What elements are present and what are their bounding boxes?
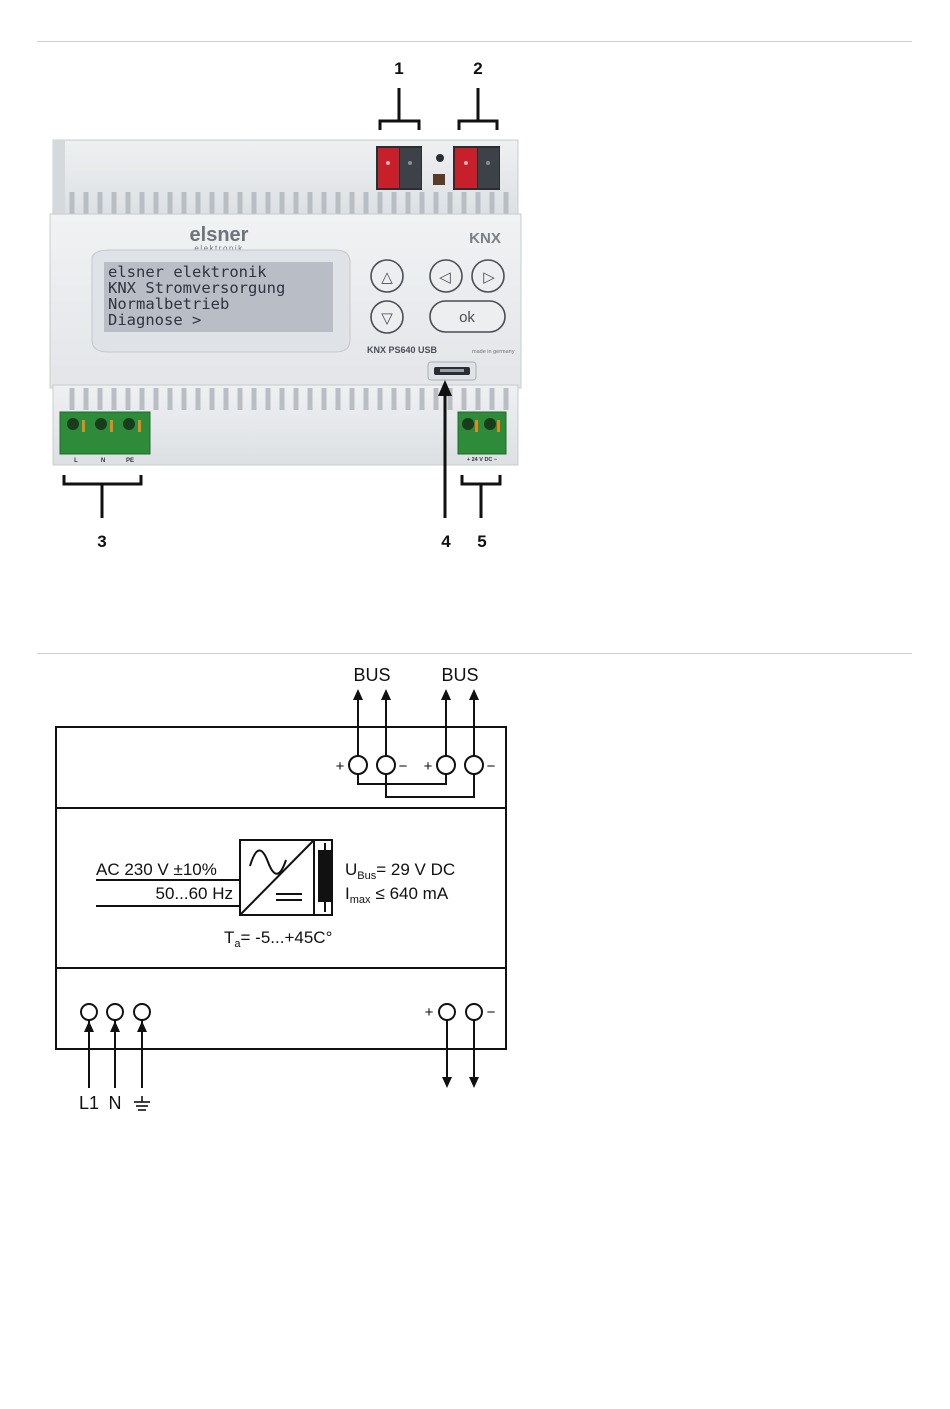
input-voltage-label: AC 230 V ±10% [96,860,217,879]
bus-voltage-label: UBus= 29 V DC [345,860,455,882]
bus-link-plus [358,774,446,784]
bus1-plus-sign: + [336,758,345,775]
n-terminal [107,1004,123,1020]
arrow-up-icon [110,1021,120,1032]
bus-label-2: BUS [441,665,478,685]
knx-logo: KNX [469,230,501,247]
pe-terminal [134,1004,150,1020]
button-down[interactable]: ▽ [371,301,403,333]
dc-plus-sign: + [425,1004,434,1021]
bus1-minus-terminal [377,756,395,774]
callout-2: 2 [473,59,482,78]
arrow-down-icon [442,1077,452,1088]
ambient-temp-label: Ta= -5...+45C° [224,928,332,950]
device-illustration: 1 2 [0,0,950,600]
max-current-label: Imax≤ 640 mA [345,884,449,906]
callout-bracket-5 [462,475,500,518]
middle-divider [37,653,912,654]
callout-5: 5 [477,532,486,551]
arrow-up-icon [441,689,451,700]
ac-sine-icon [250,850,286,873]
bus-link-minus [386,774,474,797]
callout-bracket-3 [64,475,141,518]
callout-3: 3 [97,532,106,551]
schematic-outer-box [56,727,506,1049]
bus-terminal-1 [376,146,422,190]
input-frequency-label: 50...60 Hz [156,884,234,903]
button-ok[interactable]: ok [430,301,505,332]
arrow-down-icon [469,1077,479,1088]
callout-4: 4 [441,532,451,551]
bus2-plus-sign: + [424,758,433,775]
up-arrow-icon: △ [381,268,393,286]
terminal-label-24vdc: + 24 V DC − [467,457,497,463]
arrow-up-icon [469,689,479,700]
button-ok-label: ok [459,309,475,326]
callout-bracket-2 [459,88,497,130]
callout-bracket-1 [380,88,419,130]
dc-minus-sign: − [487,1004,496,1021]
callout-1: 1 [394,59,403,78]
converter-symbol [240,840,332,915]
bus-terminal-2 [453,146,500,190]
down-arrow-icon: ▽ [381,309,393,327]
model-label: KNX PS640 USB [367,345,438,355]
bus2-minus-terminal [465,756,483,774]
bus1-plus-terminal [349,756,367,774]
left-arrow-icon: ◁ [439,268,451,286]
bus-capacitor-symbol [318,850,331,902]
bus2-minus-sign: − [487,758,496,775]
bus2-plus-terminal [437,756,455,774]
made-in-label: made in germany [472,349,515,355]
button-up[interactable]: △ [371,260,403,292]
lcd-display: elsner elektronik KNX Stromversorgung No… [92,250,350,352]
terminal-label-n: N [101,458,105,464]
lcd-line-4: Diagnose > [108,311,201,329]
dc-plus-terminal [439,1004,455,1020]
bus1-minus-sign: − [399,758,408,775]
l1-label: L1 [79,1093,99,1113]
brand-logo: elsner [190,224,249,246]
right-arrow-icon: ▷ [483,268,495,286]
button-right[interactable]: ▷ [472,260,504,292]
terminal-label-l: L [74,458,78,464]
bus-label-1: BUS [353,665,390,685]
button-left[interactable]: ◁ [430,260,462,292]
terminal-label-pe: PE [126,458,134,464]
usb-port [428,362,476,380]
arrow-up-icon [84,1021,94,1032]
arrow-up-icon [381,689,391,700]
arrow-up-icon [353,689,363,700]
n-label: N [109,1093,122,1113]
l1-terminal [81,1004,97,1020]
earth-ground-icon [134,1096,150,1110]
arrow-up-icon [137,1021,147,1032]
dc-minus-terminal [466,1004,482,1020]
